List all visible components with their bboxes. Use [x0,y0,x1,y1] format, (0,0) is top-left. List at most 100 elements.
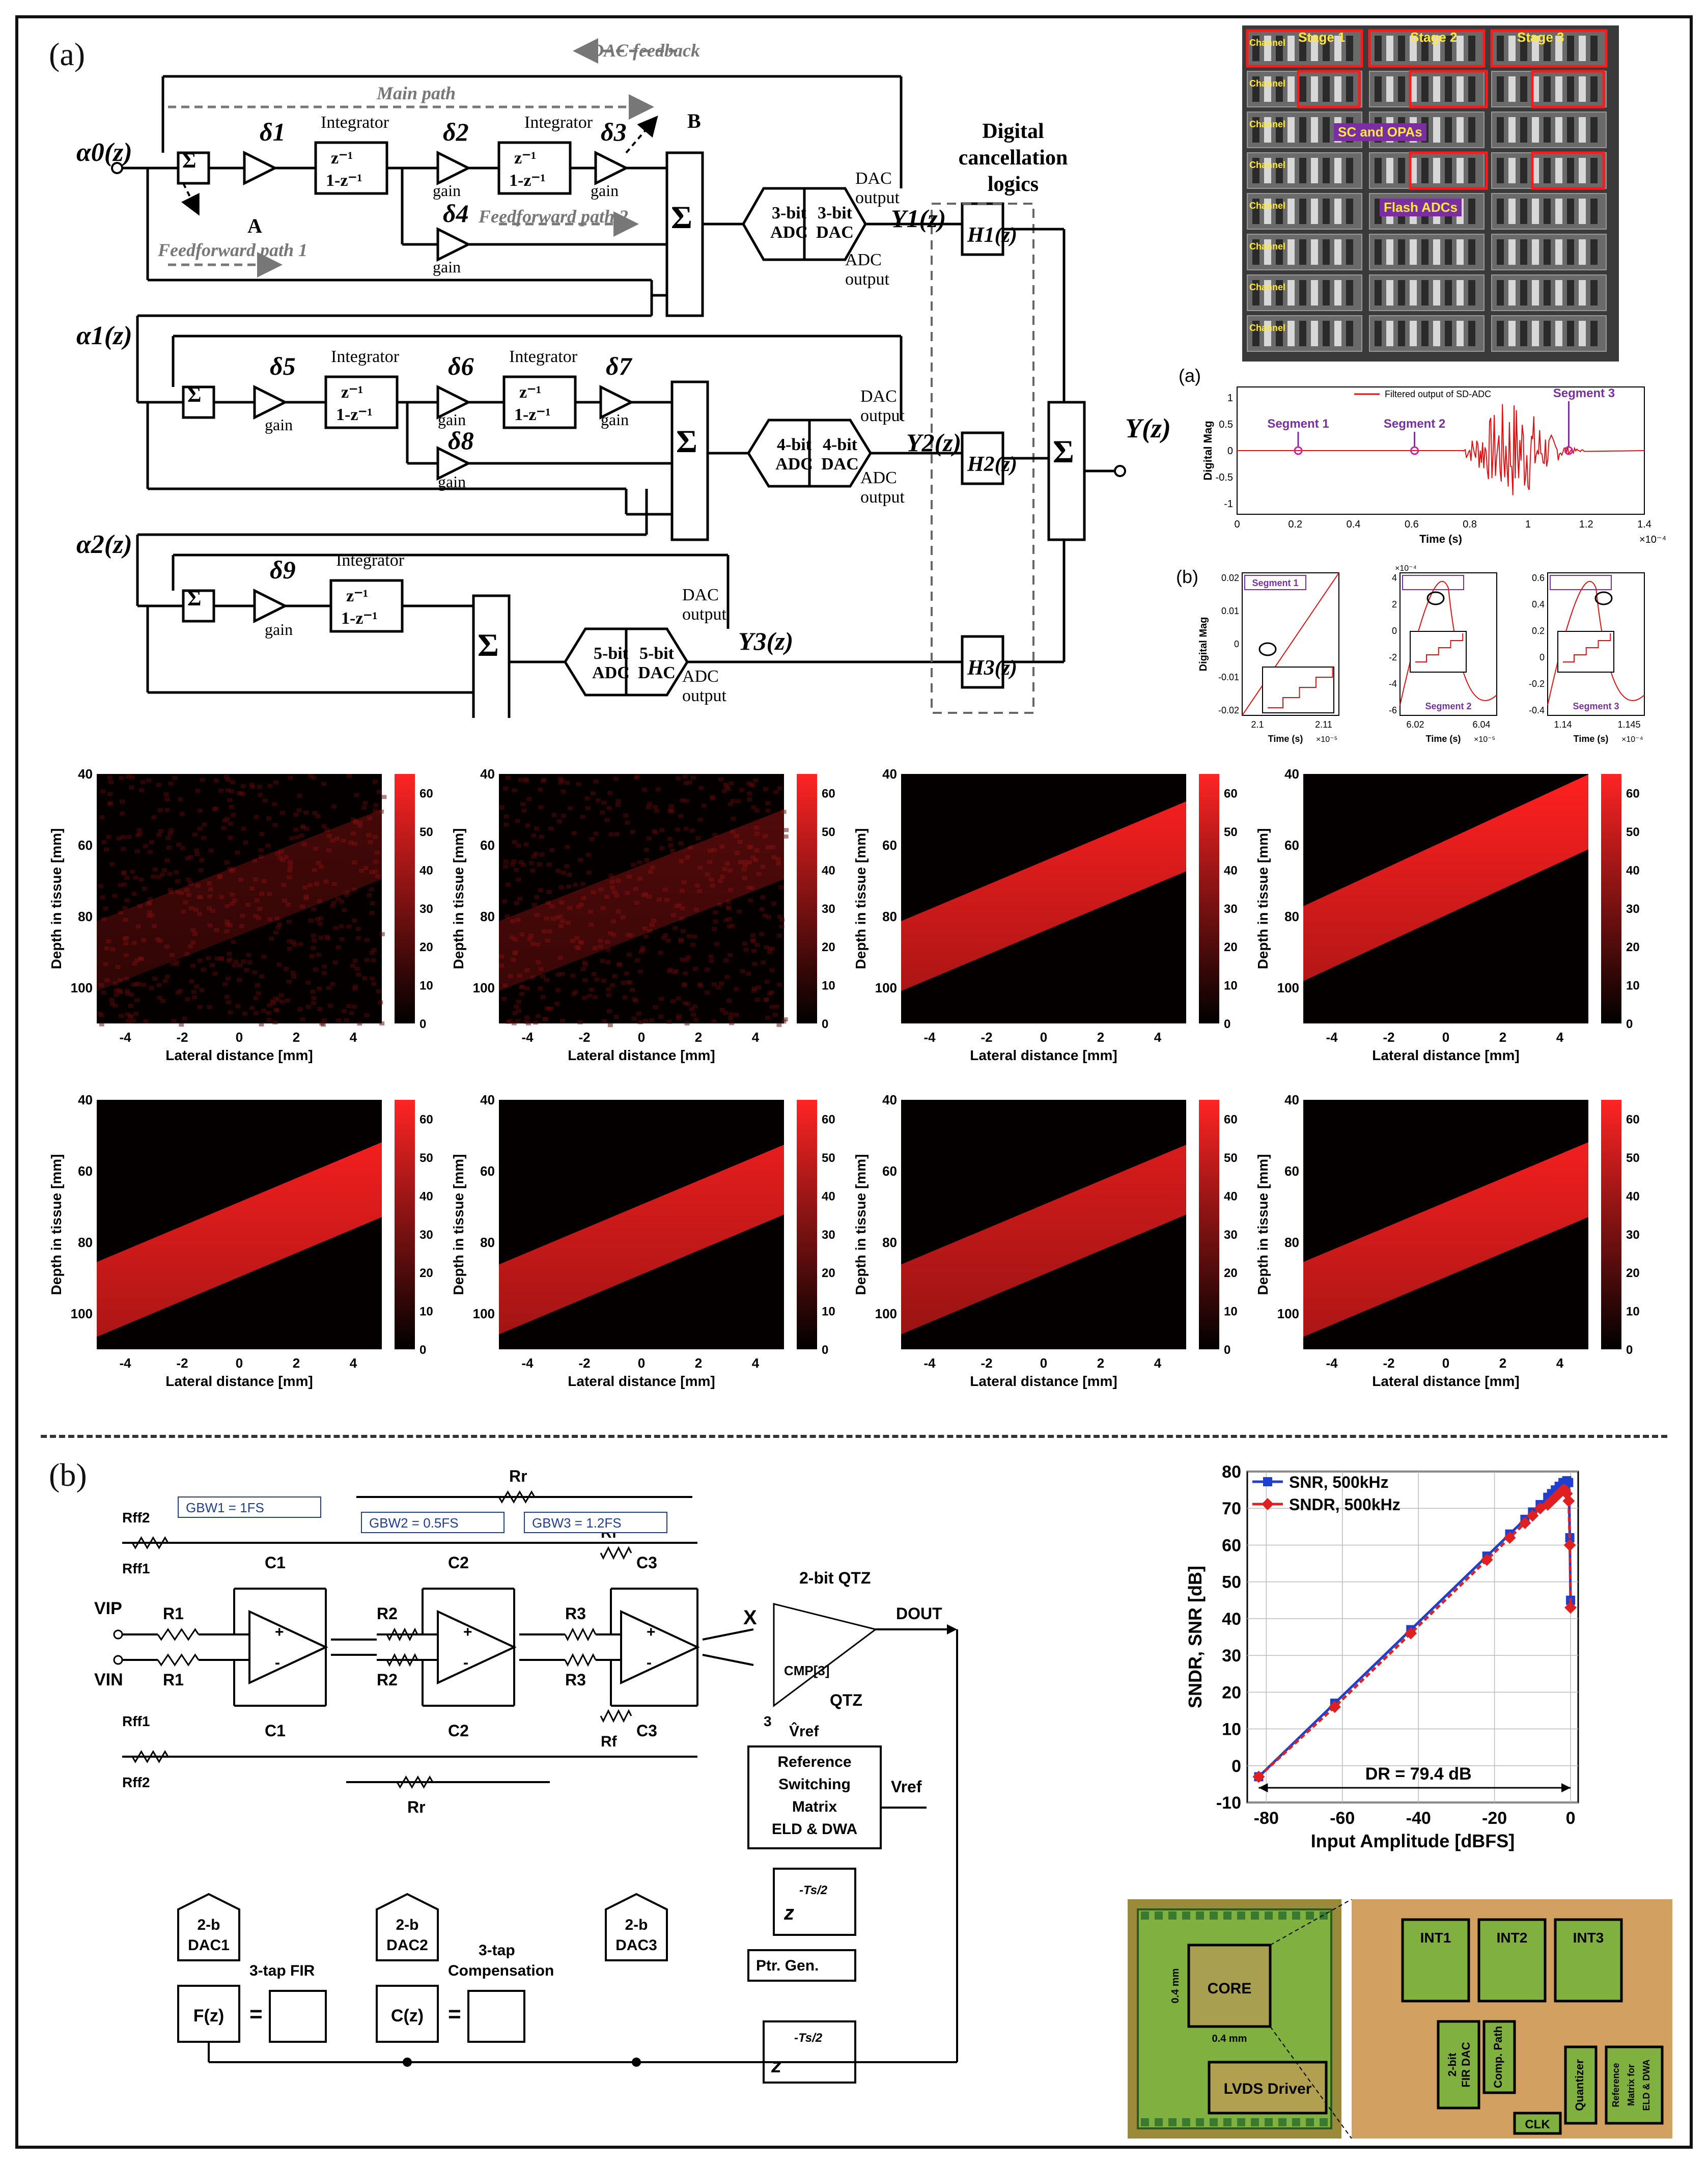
heatmap-noise-speckle [601,800,607,805]
heatmap-noise-speckle [726,899,732,904]
heatmap-noise-speckle [158,808,163,813]
heatmap-noise-speckle [286,979,292,984]
die-cell-detail [1544,239,1551,265]
heatmap-noise-speckle [199,988,205,992]
input-alpha1: α1(z) [76,321,132,350]
heatmap-noise-speckle [777,914,782,919]
heatmap-noise-speckle [592,972,597,976]
gbw2-box [361,1512,505,1533]
heatmap-noise-speckle [129,775,135,780]
heatmap-ytick: 80 [1284,909,1299,924]
heatmap-noise-speckle [518,778,523,782]
heatmap-noise-speckle [344,1018,349,1022]
circuit-label: GBW1 = 1FS [186,1500,264,1515]
die-cell-detail [1398,76,1405,102]
heatmap-noise-speckle [600,810,605,815]
dr-annotation: DR = 79.4 dB [1365,1764,1472,1784]
die-cell-detail [1457,36,1464,61]
heatmap-ytick: 100 [473,1306,495,1321]
heatmap-noise-speckle [379,932,385,936]
circuit-label: DAC2 [386,1937,428,1954]
heatmap-noise-speckle [767,947,773,951]
sndr-point-sndr [1564,1601,1577,1614]
heatmap-noise-speckle [540,995,546,1000]
die-cell-detail [1468,239,1475,265]
heatmap-ylabel: Depth in tissue [mm] [853,1154,869,1295]
heatmap-noise-speckle [593,831,599,836]
figure-frame [15,15,1693,2149]
heatmap-noise-speckle [174,962,179,966]
heatmap-noise-speckle [124,898,130,903]
heatmap-noise-speckle [746,781,752,786]
zoom-guide-top [1270,1899,1352,1946]
heatmap-noise-speckle [109,997,115,1002]
circuit-label: R1 [163,1604,184,1623]
heatmap-noise-speckle [725,787,731,791]
quantizer-1-adc: 3-bit ADC [770,204,808,242]
die-cell-detail [1520,36,1527,61]
die-cell-detail [1375,239,1382,265]
heatmap-noise-speckle [771,901,777,906]
heatmap-noise-speckle [764,997,769,1002]
heatmap-noise-speckle [779,918,785,922]
heatmap-noise-speckle [586,870,592,875]
heatmap-noise-speckle [121,847,126,851]
segzoom-ytick: -2 [1389,652,1397,662]
heatmap-noise-speckle [582,996,587,1001]
heatmap-noise-speckle [600,959,605,963]
heatmap-noise-speckle [608,873,614,878]
die-cell-detail [1264,321,1271,346]
heatmap-noise-speckle [168,781,174,786]
heatmap-cbar-tick: 10 [822,1305,835,1319]
heatmap-noise-speckle [531,833,537,838]
heatmap-noise-speckle [675,827,681,832]
die-cell-detail [1508,280,1516,306]
heatmap-cbar-tick: 50 [1626,825,1640,839]
heatmap-noise-speckle [373,803,379,808]
heatmap-noise-speckle [582,962,588,967]
heatmap-noise-speckle [247,960,253,965]
sndr-ytick: 10 [1222,1720,1241,1739]
output-y1: Y1(z) [891,204,946,233]
sdadc-segment-marker [1410,446,1419,455]
die-cell-detail [1445,76,1452,102]
sndr-ylabel: SNDR, SNR [dB] [1185,1566,1206,1708]
heatmap-noise-speckle [228,1010,233,1015]
heatmap-noise-speckle [270,999,275,1004]
die-cell-detail [1497,36,1504,61]
heatmap-noise-speckle [232,963,237,968]
heatmap-noise-speckle [505,882,511,887]
die-cell-detail [1497,76,1504,102]
segzoom-ytick: 4 [1392,573,1397,583]
heatmap-noise-speckle [585,806,591,811]
heatmap-ytick: 60 [78,838,93,853]
heatmap-noise-speckle [152,867,158,872]
heatmap-xtick: 2 [1499,1030,1506,1045]
heatmap-cbar-tick: 10 [1626,1305,1640,1319]
heatmap-noise-speckle [311,933,316,938]
heatmap-ytick: 60 [1284,838,1299,853]
heatmap-noise-speckle [559,1018,565,1023]
die-cell-detail [1323,117,1330,143]
circuit-label: DAC1 [188,1937,230,1954]
heatmap-noise-speckle [742,941,748,946]
heatmap-noise-speckle [615,803,621,808]
heatmap-noise-speckle [100,895,105,900]
input-alpha0: α0(z) [76,138,132,167]
heatmap-noise-speckle [546,863,552,867]
heatmap-noise-speckle [122,882,127,886]
heatmap-noise-speckle [156,783,161,787]
heatmap-noise-speckle [687,780,692,785]
heatmap-noise-speckle [222,982,228,986]
sdadc-x-mult: ×10⁻⁴ [1639,534,1666,545]
circuit-label: C3 [636,1553,657,1572]
heatmap-colorbar [1601,774,1621,1023]
sndr-point-sndr [1563,1539,1576,1551]
die-cell-detail [1497,280,1504,306]
sndr-ytick: 60 [1222,1536,1241,1555]
heatmap-noise-speckle [136,982,142,986]
die-cell-detail [1398,280,1405,306]
